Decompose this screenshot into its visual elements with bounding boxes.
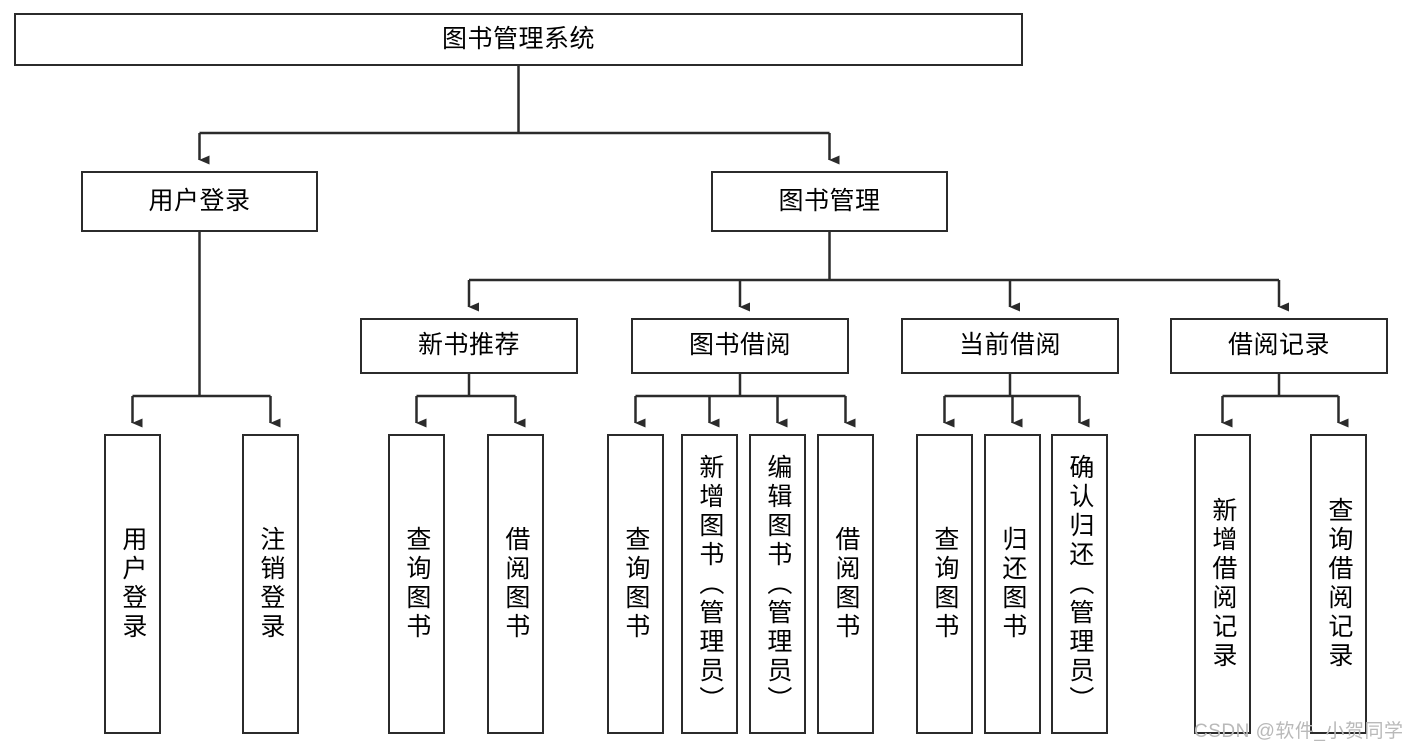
node-leaf-query-book-1[interactable]: 查询图书 <box>388 434 445 734</box>
node-label: 确认归还（管理员） <box>1065 453 1094 715</box>
node-label: 新增图书（管理员） <box>695 453 724 715</box>
node-new-book-rec[interactable]: 新书推荐 <box>360 318 578 374</box>
node-label: 借阅记录 <box>1227 331 1330 360</box>
node-root[interactable]: 图书管理系统 <box>14 13 1023 66</box>
node-book-borrow[interactable]: 图书借阅 <box>631 318 849 374</box>
node-leaf-query-book-2[interactable]: 查询图书 <box>607 434 664 734</box>
node-leaf-borrow-book-2[interactable]: 借阅图书 <box>817 434 874 734</box>
node-label: 借阅图书 <box>501 526 530 642</box>
node-leaf-user-login[interactable]: 用户登录 <box>104 434 161 734</box>
node-leaf-add-book-admin[interactable]: 新增图书（管理员） <box>681 434 738 734</box>
node-book-manage[interactable]: 图书管理 <box>711 171 948 232</box>
node-label: 当前借阅 <box>958 331 1061 360</box>
node-leaf-confirm-return-admin[interactable]: 确认归还（管理员） <box>1051 434 1108 734</box>
node-label: 查询图书 <box>621 526 650 642</box>
node-leaf-borrow-book-1[interactable]: 借阅图书 <box>487 434 544 734</box>
node-user-login[interactable]: 用户登录 <box>81 171 318 232</box>
node-leaf-add-borrow-record[interactable]: 新增借阅记录 <box>1194 434 1251 734</box>
node-label: 查询图书 <box>402 526 431 642</box>
node-leaf-return-book[interactable]: 归还图书 <box>984 434 1041 734</box>
node-leaf-edit-book-admin[interactable]: 编辑图书（管理员） <box>749 434 806 734</box>
node-label: 用户登录 <box>148 186 251 215</box>
node-label: 新书推荐 <box>417 331 520 360</box>
node-borrow-record[interactable]: 借阅记录 <box>1170 318 1388 374</box>
node-label: 归还图书 <box>998 526 1027 642</box>
node-leaf-query-book-3[interactable]: 查询图书 <box>916 434 973 734</box>
node-leaf-query-borrow-record[interactable]: 查询借阅记录 <box>1310 434 1367 734</box>
node-label: 借阅图书 <box>831 526 860 642</box>
node-label: 注销登录 <box>256 526 285 642</box>
node-label: 图书管理系统 <box>441 24 595 53</box>
node-leaf-logout-login[interactable]: 注销登录 <box>242 434 299 734</box>
node-current-borrow[interactable]: 当前借阅 <box>901 318 1119 374</box>
node-label: 查询图书 <box>930 526 959 642</box>
node-label: 图书借阅 <box>688 331 791 360</box>
node-label: 图书管理 <box>778 186 881 215</box>
node-label: 用户登录 <box>118 526 147 642</box>
node-label: 新增借阅记录 <box>1208 497 1237 671</box>
node-label: 查询借阅记录 <box>1324 497 1353 671</box>
node-label: 编辑图书（管理员） <box>763 453 792 715</box>
